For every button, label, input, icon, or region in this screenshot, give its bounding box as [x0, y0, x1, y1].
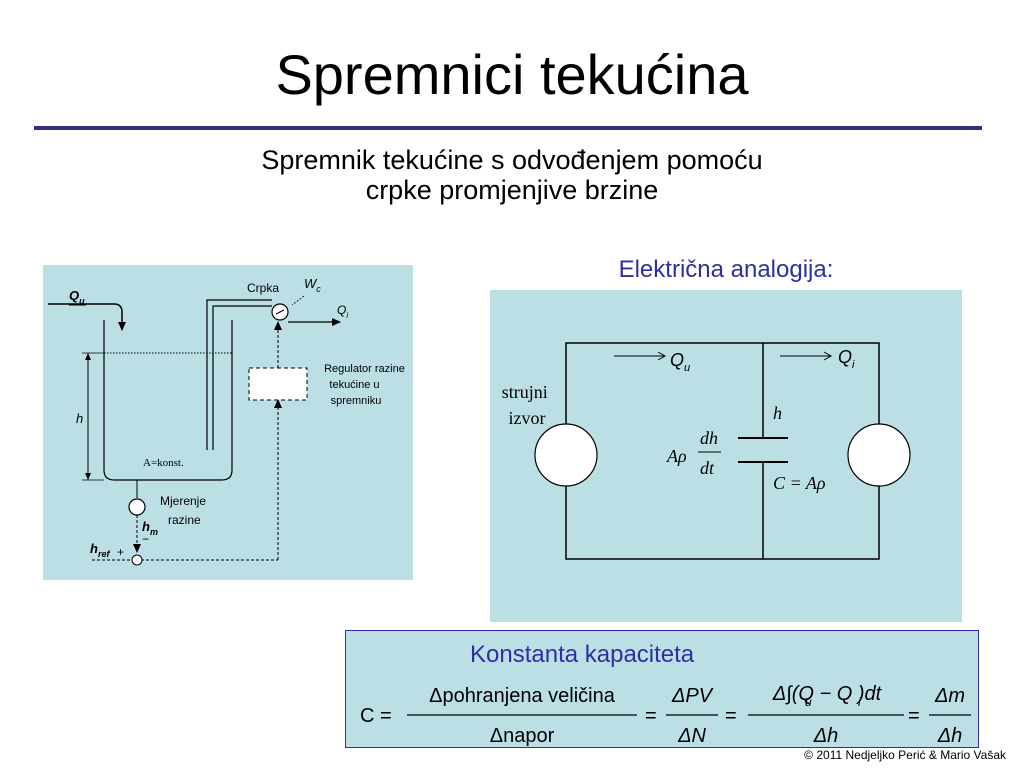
outflow-q: Q [337, 303, 346, 317]
h-arrow-top [85, 353, 91, 360]
outflow-sub: i [346, 311, 348, 320]
formula-den-4: Δh [937, 725, 963, 747]
regulator-label: Regulator razine tekućine u spremniku [324, 363, 408, 407]
tank-wall [103, 320, 233, 481]
analogy-h: h [773, 403, 782, 423]
suction-pipe [206, 299, 272, 450]
formula-num-3: Δ∫(Q − Q )dt [772, 683, 883, 705]
h-m-minus: − [142, 532, 149, 546]
sensor-label: Mjerenje razine [160, 494, 209, 527]
h-m-sub: m [150, 527, 158, 537]
analogy-q-i-q: Q [838, 347, 852, 367]
title-divider [34, 126, 982, 130]
regulator-line-1: Regulator razine [324, 363, 405, 375]
summing-junction [131, 554, 143, 566]
subtitle-line-1: Spremnik tekućine s odvođenjem pomoću [261, 145, 763, 175]
h-m-label: hm [142, 519, 158, 537]
analogy-q-i-sub: i [852, 359, 855, 371]
source-label: strujni izvor [502, 382, 553, 428]
inflow-q-sub: u [79, 296, 85, 306]
h-ref-h: h [90, 541, 98, 556]
formula-den-1: Δnapor [490, 725, 555, 747]
regulator-line-2: tekućine u [329, 379, 379, 391]
formula-box [345, 630, 979, 748]
formula-num-3-sub-u: u [805, 695, 812, 709]
formula-title: Konstanta kapaciteta [470, 641, 695, 668]
h-m-h: h [142, 519, 150, 534]
formula-eq-1: = [645, 705, 657, 727]
analogy-title: Električna analogija: [618, 256, 834, 283]
copyright: © 2011 Nedjeljko Perić & Mario Vašak [804, 748, 1006, 762]
inflow-q-label: Q [69, 288, 79, 303]
pump-speed-arrow [291, 295, 305, 306]
formula-num-3-text: Δ∫(Q − Q )dt [772, 683, 883, 705]
outflow-label: Qi [337, 303, 348, 320]
analogy-q-u-q: Q [670, 350, 684, 370]
current-source-left [534, 423, 598, 487]
subtitle-line-2: crpke promjenjive brzine [365, 175, 659, 205]
formula-num-4: Δm [934, 685, 965, 707]
page-title: Spremnici tekućina [275, 43, 749, 106]
pump-speed-w: W [304, 276, 318, 291]
analogy-dt: dt [700, 458, 715, 478]
analogy-dh: dh [700, 428, 718, 448]
inflow-pipe [48, 303, 126, 331]
formula-eq-2: = [725, 705, 737, 727]
analogy-q-u-sub: u [684, 362, 690, 374]
analogy-q-u: Qu [670, 350, 690, 374]
analogy-a-rho: Aρ [666, 446, 687, 466]
h-ref-plus: + [117, 545, 124, 559]
h-arrow-bottom [85, 473, 91, 480]
h-ref-sub: ref [98, 549, 111, 559]
formula-den-3: Δh [813, 725, 839, 747]
sensor-line-1: Mjerenje [160, 494, 206, 508]
sensor-line-2: razine [168, 513, 201, 527]
analogy-q-i: Qi [838, 347, 855, 371]
q-u-arrowhead [657, 351, 667, 361]
regulator-line-3: spremniku [331, 395, 382, 407]
formula-num-3-sub-i: i [858, 695, 861, 709]
tank-h-label: h [76, 411, 83, 426]
analogy-capacitance: C = Aρ [773, 473, 826, 493]
source-line-2: izvor [509, 408, 546, 428]
subtitle: Spremnik tekućine s odvođenjem pomoću cr… [0, 145, 1024, 205]
pump-speed-label: Wc [304, 276, 321, 294]
formula-den-2: ΔN [677, 725, 706, 747]
formula-num-1: Δpohranjena veličina [429, 685, 616, 707]
tank-diagram-panel [43, 265, 413, 580]
h-ref-label: href [90, 541, 110, 559]
pump-label: Crpka [247, 281, 279, 295]
pump-speed-sub: c [316, 284, 321, 294]
inflow-label: Qu [69, 288, 85, 306]
tank-area-label: A=konst. [143, 457, 184, 469]
formula-num-2: ΔPV [671, 685, 714, 707]
source-line-1: strujni [502, 382, 548, 402]
q-i-arrowhead [823, 351, 833, 361]
formula-eq-3: = [908, 705, 920, 727]
formula-c-eq: C = [360, 705, 392, 727]
current-source-right [847, 423, 911, 487]
pump-blade [275, 309, 285, 315]
